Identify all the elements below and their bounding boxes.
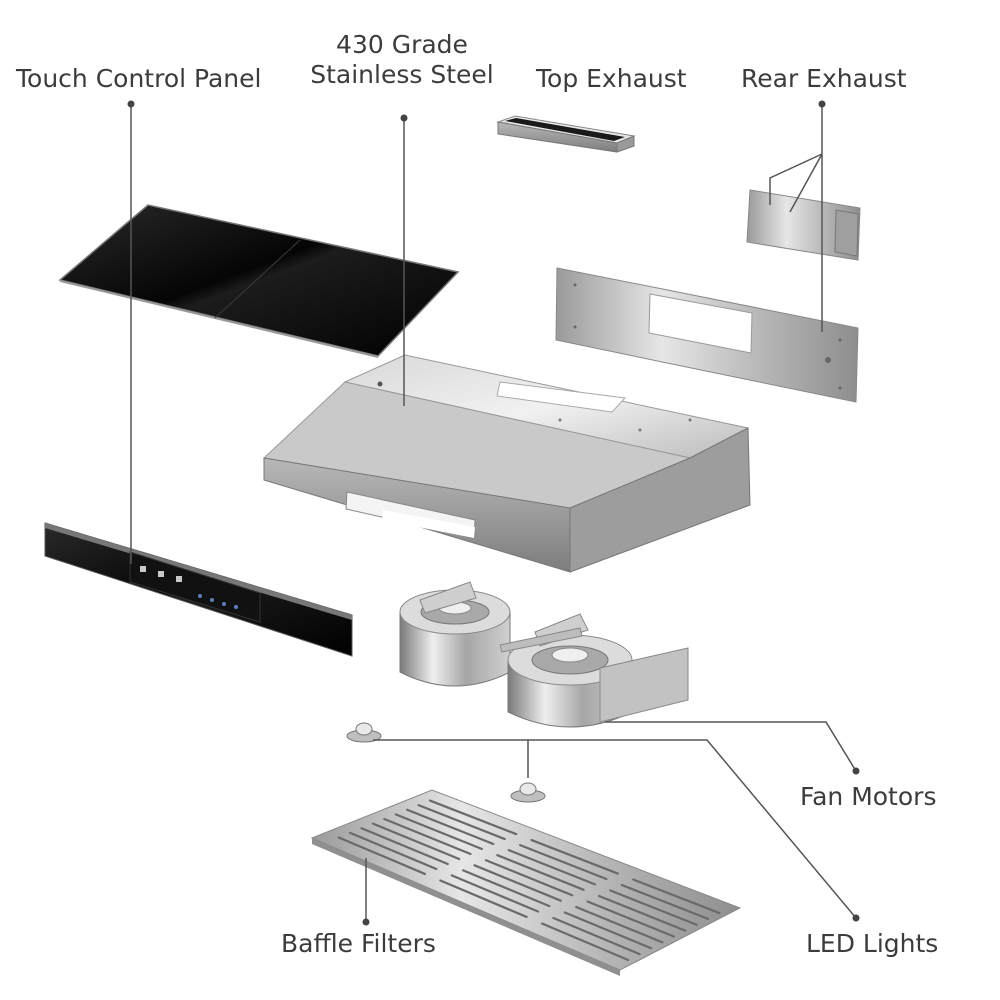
baffle-slot	[575, 905, 664, 944]
label-touch-control-panel: Touch Control Panel	[16, 64, 262, 93]
baffle-slot	[597, 894, 687, 932]
label-baffle-filters: Baffle Filters	[281, 929, 436, 958]
fan-motors-assembly	[399, 581, 689, 728]
baffle-slot	[371, 822, 461, 861]
baffle-slot	[337, 836, 427, 876]
label-led-lights: LED Lights	[806, 929, 939, 958]
baffle-slot	[383, 817, 472, 856]
baffle-slot	[507, 849, 597, 886]
baffle-slot	[473, 864, 562, 902]
led-light-left	[346, 722, 382, 743]
baffle-slot	[450, 874, 540, 913]
baffle-filter	[310, 789, 742, 976]
baffle-slot	[563, 911, 653, 950]
label-stainless-line2: Stainless Steel	[310, 60, 494, 89]
rear-exhaust-plate	[746, 189, 861, 261]
baffle-slot	[360, 827, 449, 866]
led-light-right	[510, 782, 546, 803]
glass-top-panel	[58, 204, 460, 358]
control-strip	[44, 522, 353, 657]
baffle-slot	[428, 799, 518, 836]
leader-lines	[127, 100, 860, 926]
top-exhaust-part	[496, 115, 636, 153]
rear-back-panel	[555, 267, 859, 403]
label-rear-exhaust: Rear Exhaust	[741, 64, 907, 93]
label-top-exhaust: Top Exhaust	[536, 64, 687, 93]
hood-body	[262, 354, 751, 573]
baffle-slot	[632, 878, 721, 915]
baffle-slot	[462, 869, 551, 908]
baffle-slot	[540, 922, 630, 962]
label-stainless-steel: 430 Grade Stainless Steel	[302, 30, 502, 90]
baffle-slot	[349, 831, 438, 871]
label-fan-motors: Fan Motors	[800, 782, 937, 811]
baffle-slot	[620, 883, 710, 921]
baffle-slot	[519, 843, 608, 881]
baffle-slot	[406, 808, 495, 846]
baffle-slot	[417, 804, 506, 841]
label-stainless-line1: 430 Grade	[336, 30, 468, 59]
baffle-slot	[530, 838, 619, 875]
baffle-slot	[496, 854, 585, 891]
baffle-slot	[586, 900, 675, 938]
baffle-slot	[609, 889, 698, 926]
baffle-slot	[484, 859, 574, 897]
baffle-slot	[439, 879, 528, 919]
baffle-slot	[552, 916, 641, 956]
baffle-slot	[394, 813, 484, 851]
